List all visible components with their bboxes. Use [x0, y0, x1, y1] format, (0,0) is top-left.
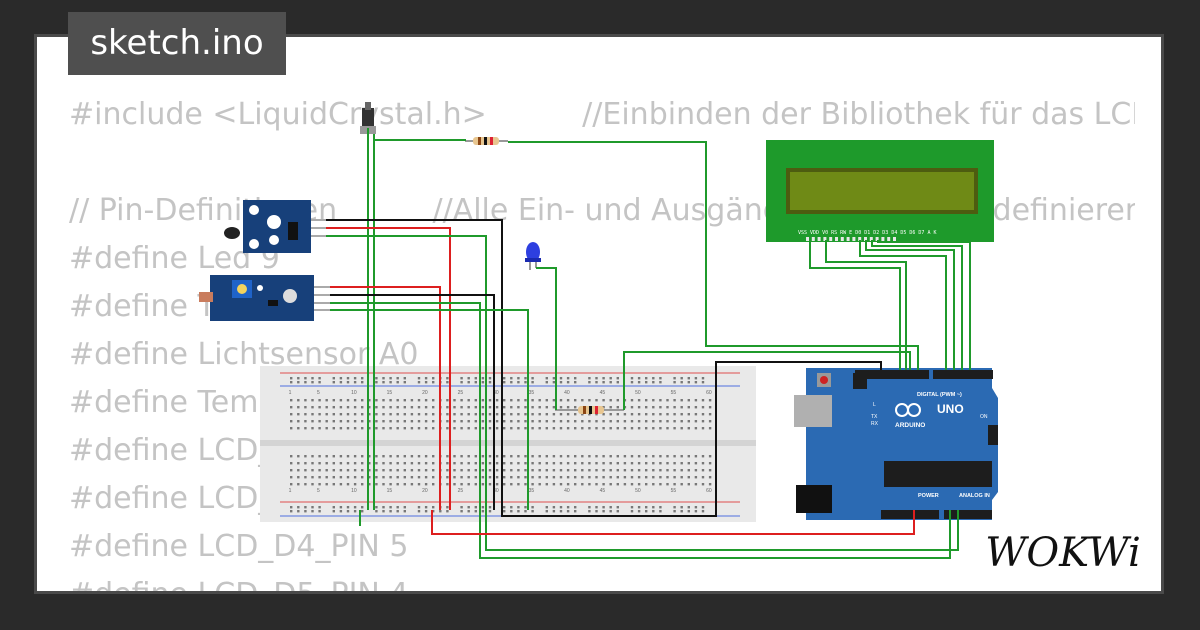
- breadboard-column-number: 35: [529, 488, 535, 494]
- lcd-pin[interactable]: [823, 237, 827, 241]
- breadboard-column-number: 1: [289, 390, 292, 396]
- analog-label: ANALOG IN: [959, 493, 990, 499]
- lcd-pin[interactable]: [835, 237, 838, 241]
- breadboard-column-number: 30: [493, 488, 499, 494]
- breadboard-column-number: 35: [529, 390, 535, 396]
- rx-label: RX: [871, 421, 879, 427]
- resistor-top[interactable]: [465, 137, 508, 145]
- lcd-pin[interactable]: [875, 237, 879, 241]
- breadboard-column-number: 20: [422, 390, 428, 396]
- blue-led[interactable]: [525, 242, 541, 270]
- breadboard-column-number: 30: [493, 390, 499, 396]
- lcd-pin[interactable]: [893, 237, 896, 241]
- breadboard-column-number: 25: [458, 488, 464, 494]
- board-brand: ARDUINO: [895, 422, 925, 429]
- lcd-pin[interactable]: [811, 237, 815, 241]
- light-sensor-module[interactable]: [199, 275, 330, 321]
- breadboard-column-number: 50: [635, 488, 641, 494]
- lcd-pin[interactable]: [846, 237, 850, 241]
- lcd-display[interactable]: VSS VDD V0 RS RW E D0 D1 D2 D3 D4 D5 D6 …: [766, 140, 994, 242]
- resistor-breadboard[interactable]: [555, 406, 624, 414]
- breadboard-column-number: 5: [317, 488, 320, 494]
- digital-label: DIGITAL (PWM ~): [917, 392, 962, 398]
- breadboard-column-number: 60: [706, 488, 712, 494]
- breadboard-column-number: 45: [600, 488, 606, 494]
- breadboard-column-number: 5: [317, 390, 320, 396]
- breadboard-column-number: 60: [706, 390, 712, 396]
- logo-text: WOKWi: [985, 530, 1141, 576]
- breadboard-column-number: 50: [635, 390, 641, 396]
- lcd-pin[interactable]: [864, 237, 867, 241]
- on-label: ON: [980, 414, 988, 420]
- code-line: #define LCD_D5_PIN 4: [69, 571, 1135, 591]
- lcd-pin[interactable]: [858, 237, 862, 241]
- code-line: #define Lichtsensor A0: [69, 337, 419, 372]
- lcd-pin[interactable]: [887, 237, 891, 241]
- wokwi-logo: WOKWi: [985, 530, 1141, 576]
- code-line: #include <LiquidCrystal.h> //Einbinden d…: [69, 97, 1135, 132]
- lcd-pin[interactable]: [806, 237, 809, 241]
- board-model: UNO: [937, 402, 964, 416]
- arduino-uno[interactable]: DIGITAL (PWM ~) UNO ARDUINO POWER ANALOG…: [794, 368, 998, 520]
- lcd-pin[interactable]: [829, 237, 833, 241]
- breadboard-column-number: 15: [387, 390, 393, 396]
- lcd-pin[interactable]: [869, 237, 873, 241]
- lcd-pin[interactable]: [852, 237, 856, 241]
- breadboard[interactable]: 1155101015152020252530303535404045455050…: [260, 366, 756, 522]
- tab-sketch-ino[interactable]: sketch.ino: [68, 12, 286, 75]
- breadboard-column-number: 10: [351, 390, 357, 396]
- breadboard-column-number: 20: [422, 488, 428, 494]
- breadboard-column-number: 1: [289, 488, 292, 494]
- breadboard-column-number: 15: [387, 488, 393, 494]
- code-line: #define LCD_D4_PIN 5: [69, 529, 409, 564]
- breadboard-column-number: 55: [671, 390, 677, 396]
- breadboard-column-number: 40: [564, 390, 570, 396]
- power-label: POWER: [918, 493, 939, 499]
- lcd-pin[interactable]: [840, 237, 844, 241]
- breadboard-column-number: 55: [671, 488, 677, 494]
- lcd-pin[interactable]: [881, 237, 885, 241]
- breadboard-column-number: 10: [351, 488, 357, 494]
- temperature-sensor-module[interactable]: [224, 200, 326, 253]
- code-line: #define Led 9: [69, 241, 280, 276]
- breadboard-column-number: 40: [564, 488, 570, 494]
- tx-label: TX: [871, 414, 878, 420]
- breadboard-column-number: 45: [600, 390, 606, 396]
- l-label: L: [873, 402, 876, 408]
- lcd-pin-labels: VSS VDD V0 RS RW E D0 D1 D2 D3 D4 D5 D6 …: [798, 230, 936, 236]
- breadboard-column-number: 25: [458, 390, 464, 396]
- wires: [326, 128, 971, 559]
- lcd-pin[interactable]: [817, 237, 821, 241]
